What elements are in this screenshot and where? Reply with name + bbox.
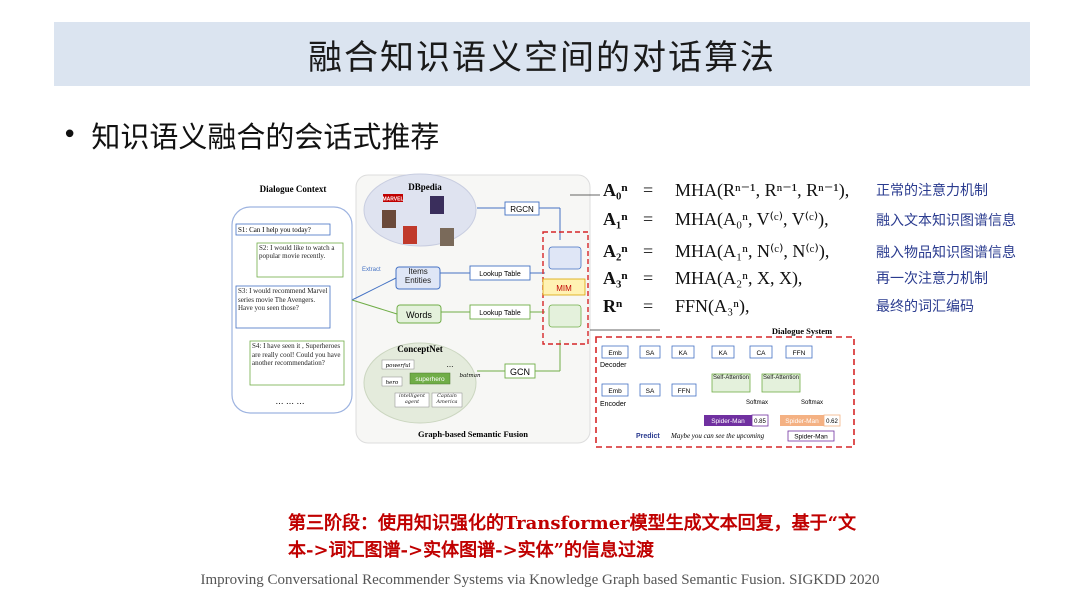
- eq-lhs: A₂ⁿ: [603, 241, 628, 261]
- extract-label: Extract: [362, 267, 381, 273]
- word-embedding-block: [548, 304, 582, 328]
- turn-4: S4: I have seen it , Superheroes are rea…: [252, 342, 341, 367]
- turn-box-4: [249, 340, 345, 386]
- figure-label: superhero: [415, 376, 445, 383]
- figure-label: Softmax: [746, 400, 768, 406]
- stage-line-2: 本->词汇图谱->实体图谱->实体”的信息过渡: [288, 540, 655, 561]
- predict-text: Maybe you can see the upcoming: [670, 432, 765, 440]
- eq-sign: =: [643, 268, 654, 288]
- bullet-text: 知识语义融合的会话式推荐: [91, 120, 440, 154]
- encoder-blocks: Emb SA FFN: [601, 383, 697, 397]
- lookup-table-label-1: Lookup Table: [479, 271, 521, 278]
- figure-label: 0.62: [826, 419, 838, 425]
- movie-poster-icon: [440, 228, 454, 246]
- dialogue-context-title: Dialogue Context: [260, 184, 327, 194]
- self-attention-block-2: [761, 373, 801, 393]
- marvel-logo-icon: [383, 194, 403, 202]
- items-entities-label: Items Entities: [404, 267, 432, 285]
- conceptnet-label: ConceptNet: [397, 344, 443, 354]
- figure-label: FFN: [678, 388, 691, 395]
- figure-label: Spider-Man: [711, 418, 745, 425]
- equation-note: 正常的注意力机制: [876, 183, 988, 199]
- eq-sign: =: [643, 241, 654, 261]
- bullet-point: • 知识语义融合的会话式推荐: [62, 114, 439, 156]
- eq-rhs: MHA(A₁ⁿ, N⁽ᶜ⁾, N⁽ᶜ⁾),: [675, 241, 830, 261]
- page-title: 融合知识语义空间的对话算法: [308, 37, 776, 78]
- dialogue-system-dashed-box: [595, 336, 855, 448]
- eq-lhs: Rⁿ: [603, 296, 623, 316]
- figure-label: Self-Attention: [762, 375, 800, 381]
- figure-label: 0.85: [754, 419, 766, 425]
- equation-note: 融入文本知识图谱信息: [876, 213, 1016, 229]
- title-banner: 融合知识语义空间的对话算法: [54, 22, 1030, 86]
- eq-lhs: A₁ⁿ: [603, 209, 628, 229]
- figure-label: SA: [646, 350, 655, 357]
- eq-rhs: MHA(A₂ⁿ, X, X),: [675, 268, 803, 288]
- lookup-table-label-2: Lookup Table: [479, 310, 521, 317]
- movie-poster-icon: [382, 210, 396, 228]
- mim-box: [542, 278, 586, 296]
- spiderman-b-box: [780, 415, 824, 426]
- eq-rhs: MHA(A₀ⁿ, V⁽ᶜ⁾, V⁽ᶜ⁾),: [675, 209, 829, 229]
- mim-label: MIM: [556, 284, 572, 293]
- dialogue-system-title: Dialogue System: [772, 326, 832, 336]
- turn-2: S2: I would like to watch a popular movi…: [259, 244, 335, 260]
- eq-rhs: MHA(Rⁿ⁻¹, Rⁿ⁻¹, Rⁿ⁻¹),: [675, 180, 850, 200]
- equation-note: 再一次注意力机制: [876, 271, 988, 287]
- dbpedia-label: DBpedia: [408, 182, 442, 192]
- predict-label: Predict: [636, 433, 660, 440]
- equation-note: 最终的词汇编码: [876, 299, 974, 315]
- stage-line-1: 第三阶段：使用知识强化的Transformer模型生成文本回复，基于“文: [288, 513, 857, 534]
- encoder-label: Encoder: [600, 401, 627, 408]
- figure-label: Captain America: [436, 393, 458, 405]
- figure-label: CA: [756, 350, 766, 357]
- movie-poster-icon: [403, 226, 417, 244]
- citation: Improving Conversational Recommender Sys…: [200, 572, 880, 588]
- node-embedding-block: [548, 246, 582, 270]
- figure-label: FFN: [793, 350, 806, 357]
- figure-label: Softmax: [801, 400, 823, 406]
- eq-sign: =: [643, 296, 654, 316]
- turn-3: S3: I would recommend Marvel series movi…: [238, 287, 328, 312]
- decoder-blocks: Emb SA KA KA CA FFN: [601, 345, 813, 359]
- movie-poster-icon: [430, 196, 444, 214]
- rgcn-label: RGCN: [510, 205, 534, 214]
- eq-rhs: FFN(A₃ⁿ),: [675, 296, 750, 316]
- figure-label: batman: [459, 373, 481, 379]
- decoder-label: Decoder: [600, 362, 627, 369]
- turn-box-3: [235, 285, 331, 329]
- eq-sign: =: [643, 180, 654, 200]
- equation-note: 融入物品知识图谱信息: [876, 245, 1016, 261]
- bullet-dot-icon: •: [62, 120, 78, 150]
- predict-entity: Spider-Man: [794, 434, 828, 441]
- eq-sign: =: [643, 209, 654, 229]
- figure-label: Spider-Man: [785, 418, 819, 425]
- figure-label: MARVEL: [382, 197, 403, 203]
- stage-description: 第三阶段：使用知识强化的Transformer模型生成文本回复，基于“文 本->…: [288, 510, 928, 564]
- words-label: Words: [406, 310, 432, 320]
- figure-label: hero: [386, 380, 399, 386]
- figure-label: KA: [719, 350, 728, 357]
- figure-label: KA: [679, 350, 688, 357]
- spiderman-a-box: [704, 415, 752, 426]
- dialogue-ellipsis: … … …: [275, 397, 304, 406]
- figure-label: intelligent agent: [399, 393, 425, 405]
- figure-label: powerful: [386, 363, 411, 369]
- turn-box-1: [235, 223, 331, 236]
- eq-lhs: A₀ⁿ: [603, 180, 628, 200]
- figure-label: SA: [646, 388, 655, 395]
- turn-box-2: [256, 242, 344, 278]
- figure-label: Emb: [608, 350, 622, 357]
- figure-label: Emb: [608, 388, 622, 395]
- figure-label: …: [447, 361, 454, 369]
- self-attention-block-1: [711, 373, 751, 393]
- eq-lhs: A₃ⁿ: [603, 268, 628, 288]
- fusion-title: Graph-based Semantic Fusion: [418, 429, 528, 439]
- turn-1: S1: Can I help you today?: [238, 226, 311, 234]
- figure-label: Self-Attention: [712, 375, 750, 381]
- gcn-label: GCN: [510, 367, 530, 377]
